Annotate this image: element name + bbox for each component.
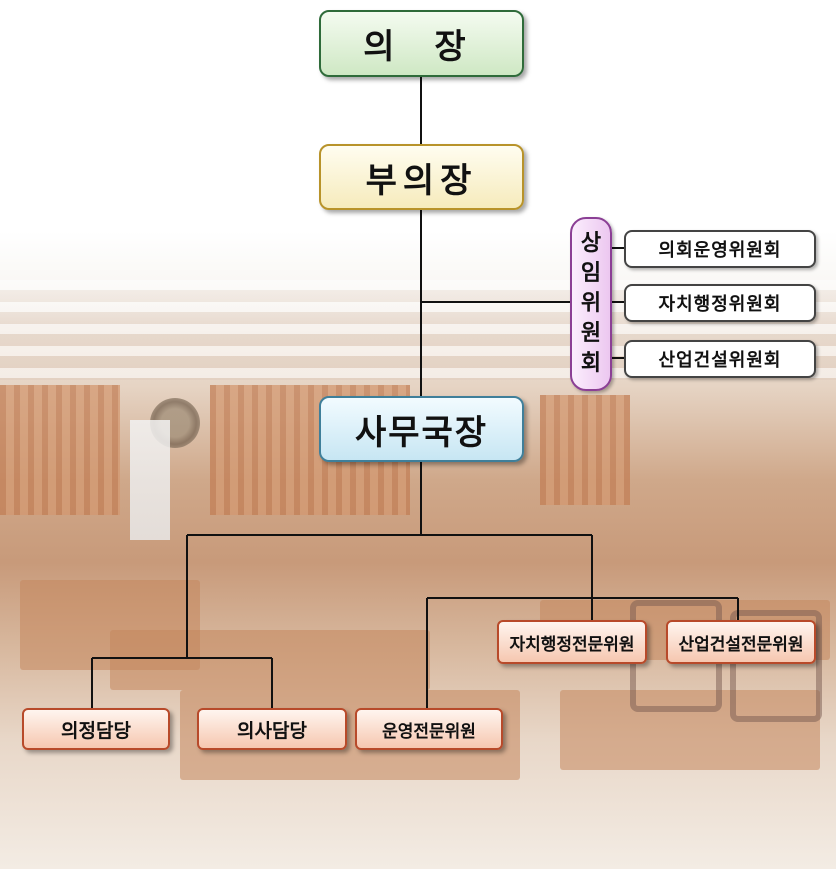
secretary-general-box: 사무국장 (319, 396, 524, 462)
chairman-box: 의 장 (319, 10, 524, 77)
committee-label: 자치행정위원회 (658, 294, 782, 315)
standing-committee-char: 임 (580, 261, 602, 286)
standing-committee-char: 회 (580, 351, 602, 376)
committee-industry-construction: 산업건설위원회 (624, 340, 816, 378)
dept-operations-expert: 운영전문위원 (355, 708, 503, 750)
committee-council-operations: 의회운영위원회 (624, 230, 816, 268)
dept-industry-expert: 산업건설전문위원 (666, 620, 816, 664)
dept-label: 의사담당 (237, 719, 307, 742)
dept-label: 운영전문위원 (382, 721, 476, 742)
chairman-label: 의 장 (363, 27, 480, 67)
vice-chairman-box: 부의장 (319, 144, 524, 210)
dept-label: 의정담당 (61, 719, 131, 742)
dept-admin-expert: 자치행정전문위원 (497, 620, 647, 664)
committee-label: 산업건설위원회 (658, 350, 782, 371)
dept-label: 산업건설전문위원 (678, 634, 804, 655)
standing-committee-box: 상 임 위 원 회 (570, 217, 612, 391)
dept-agenda: 의정담당 (22, 708, 170, 750)
secretary-general-label: 사무국장 (354, 412, 489, 453)
dept-affairs: 의사담당 (197, 708, 347, 750)
standing-committee-char: 원 (580, 321, 602, 346)
committee-label: 의회운영위원회 (658, 240, 782, 261)
committee-self-governance: 자치행정위원회 (624, 284, 816, 322)
standing-committee-char: 위 (580, 291, 602, 316)
vice-chairman-label: 부의장 (365, 160, 478, 201)
standing-committee-char: 상 (580, 231, 602, 256)
dept-label: 자치행정전문위원 (509, 634, 635, 655)
